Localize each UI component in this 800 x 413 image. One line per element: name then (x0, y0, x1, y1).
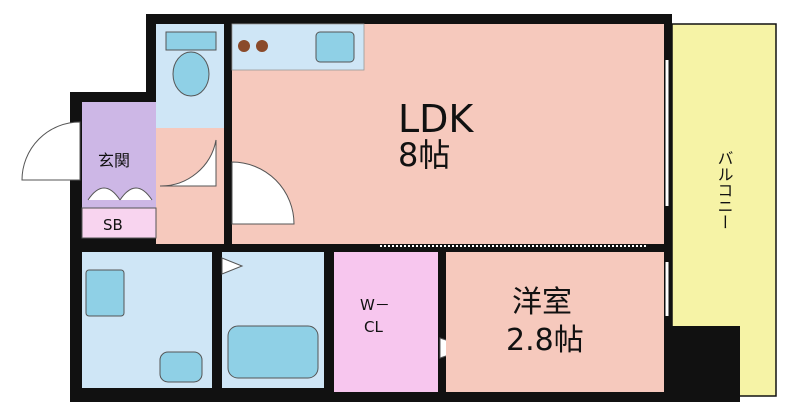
western-name: 洋室 (512, 285, 572, 320)
bathtub-icon (227, 325, 319, 379)
entrance-step-arc (119, 187, 153, 201)
entrance-name: 玄関 (98, 151, 130, 170)
entrance-step-arc (87, 187, 121, 201)
shoe-box (81, 207, 157, 239)
ldk-door-swing (231, 161, 295, 225)
western-room (446, 252, 664, 392)
toilet-door-swing (159, 139, 217, 187)
shoe-box-name: SB (103, 216, 123, 234)
balcony-name: バルコニー (715, 150, 734, 230)
bath-door-icon (221, 257, 244, 275)
washing-machine-icon (159, 351, 203, 383)
kitchen-sink-icon (315, 31, 355, 63)
stove-burner-icon (238, 40, 250, 52)
walk-in-closet (334, 252, 438, 392)
wcl-line2: CL (364, 318, 383, 336)
toilet-bowl-icon (172, 51, 210, 97)
front-door-swing (21, 121, 81, 181)
western-size: 2.8帖 (506, 323, 584, 358)
wcl-line1: W－ (360, 296, 390, 314)
stove-burner-icon (256, 40, 268, 52)
balcony-corner-wall (662, 326, 740, 402)
ldk-size: 8帖 (398, 136, 450, 174)
washbasin-icon (85, 269, 125, 317)
ldk-name: LDK (398, 97, 474, 141)
toilet-tank-icon (165, 31, 217, 51)
